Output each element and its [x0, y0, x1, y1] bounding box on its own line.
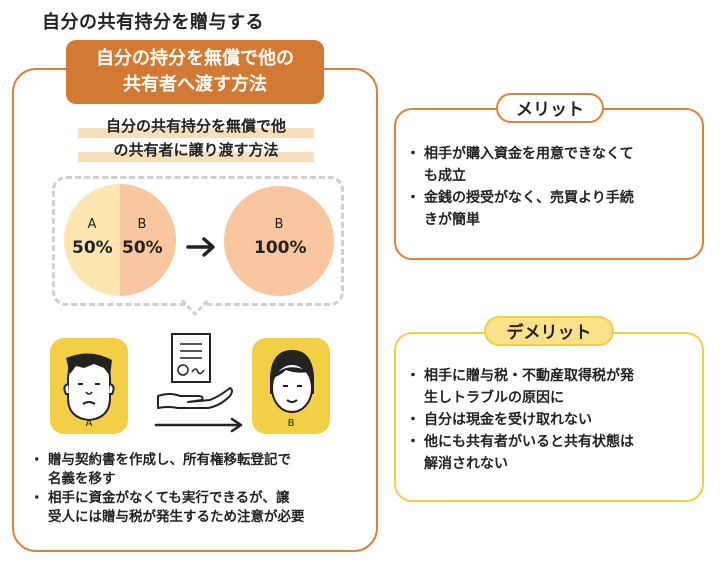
merit-bullets: 相手が購入資金を用意できなくて も成立 金銭の授受がなく、売買より手続 きが簡単 — [406, 143, 692, 231]
person-a-label: A — [85, 418, 93, 429]
pie-b-label: B — [137, 217, 147, 232]
demerit-bullet-2: 自分は現金を受け取れない — [406, 409, 692, 431]
woman-icon — [270, 350, 314, 413]
pie-a-label: A — [87, 217, 97, 232]
subtitle-line-1: 自分の共有持分を無償で他 — [78, 114, 314, 138]
pie-before — [64, 184, 176, 296]
header-line-1: 自分の持分を無償で他の — [96, 48, 294, 69]
pie-after — [224, 186, 334, 296]
pie-slice-a — [64, 184, 120, 296]
person-b-label: B — [287, 418, 295, 429]
subtitle-line-2: の共有者に譲り渡す方法 — [78, 138, 314, 162]
avatar-person-a — [50, 338, 128, 434]
pie-slice-b — [120, 184, 176, 296]
merit-bullet-2: 金銭の授受がなく、売買より手続 きが簡単 — [406, 187, 692, 231]
demerit-bullets: 相手に贈与税・不動産取得税が発 生しトラブルの原因に 自分は現金を受け取れない … — [406, 365, 692, 475]
bubble-tail — [180, 300, 210, 317]
pie-b-percent: 50% — [122, 238, 163, 258]
left-panel-header: 自分の持分を無償で他の 共有者へ渡す方法 — [66, 40, 324, 104]
demerit-bullet-1: 相手に贈与税・不動産取得税が発 生しトラブルの原因に — [406, 365, 692, 409]
arrow-right-icon — [186, 237, 215, 257]
left-bullets: 贈与契約書を作成し、所有権移転登記で 名義を移す 相手に資金がなくても実行できる… — [30, 451, 370, 527]
demerit-bullet-3: 他にも共有者がいると共有状態は 解消されない — [406, 431, 692, 475]
left-bullet-2: 相手に資金がなくても実行できるが、譲 受人には贈与税が発生するため注意が必要 — [30, 489, 370, 527]
merit-bullet-1: 相手が購入資金を用意できなくて も成立 — [406, 143, 692, 187]
method-subtitle: 自分の共有持分を無償で他 の共有者に譲り渡す方法 — [78, 114, 314, 162]
pie-a-percent: 50% — [72, 238, 113, 258]
left-bullet-1: 贈与契約書を作成し、所有権移転登記で 名義を移す — [30, 451, 370, 489]
demerit-tag: デメリット — [484, 316, 614, 346]
pie-after-percent: 100% — [254, 238, 307, 258]
merit-tag: メリット — [496, 93, 604, 123]
transfer-arrow-icon — [154, 417, 243, 433]
page-title: 自分の共有持分を贈与する — [42, 12, 264, 33]
header-line-2: 共有者へ渡す方法 — [123, 74, 267, 95]
avatar-person-b — [252, 338, 330, 434]
pie-after-label: B — [274, 217, 284, 232]
contract-document-icon — [157, 333, 233, 409]
man-icon — [63, 353, 115, 422]
pie-slice-b-full — [224, 186, 334, 296]
